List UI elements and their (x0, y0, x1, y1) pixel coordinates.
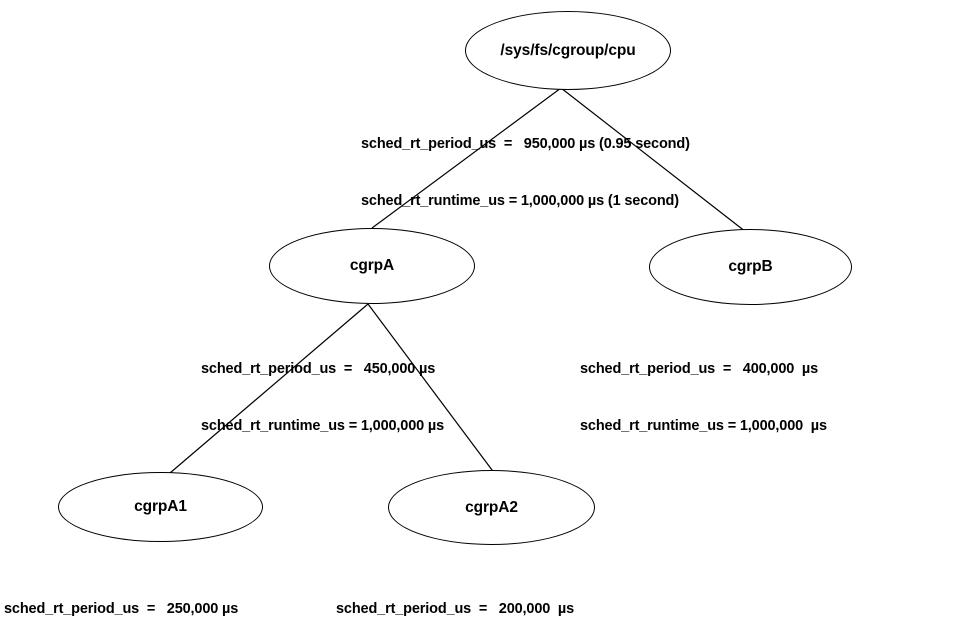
node-cgrpA-label: cgrpA (349, 257, 395, 274)
label-cgrpB-runtime: sched_rt_runtime_us = 1,000,000 µs (580, 418, 827, 434)
label-root-params: sched_rt_period_us = 950,000 µs (0.95 se… (361, 97, 690, 249)
label-cgrpA-period: sched_rt_period_us = 450,000 µs (201, 361, 436, 377)
node-cgrpA[interactable]: cgrpA (269, 228, 475, 304)
edge-cgrpA-to-cgrpA1 (169, 303, 369, 474)
label-cgrpA1-period: sched_rt_period_us = 250,000 µs (4, 601, 239, 617)
node-cgrpB-label: cgrpB (728, 258, 773, 275)
node-cgrpA2[interactable]: cgrpA2 (388, 470, 595, 545)
label-cgrpA1-params: sched_rt_period_us = 250,000 µs sched_rt… (4, 562, 247, 643)
label-root-period: sched_rt_period_us = 950,000 µs (0.95 se… (361, 136, 690, 152)
edge-root-to-cgrpB (560, 87, 747, 233)
node-root-label: /sys/fs/cgroup/cpu (500, 41, 636, 59)
label-cgrpA2-period: sched_rt_period_us = 200,000 µs (336, 601, 575, 617)
node-root[interactable]: /sys/fs/cgroup/cpu (465, 11, 671, 90)
node-cgrpA1-label: cgrpA1 (134, 498, 187, 515)
label-cgrpA2-params: sched_rt_period_us = 200,000 µs sched_rt… (336, 562, 583, 643)
node-cgrpA1[interactable]: cgrpA1 (58, 472, 263, 542)
node-cgrpA2-label: cgrpA2 (465, 498, 518, 516)
label-cgrpB-period: sched_rt_period_us = 400,000 µs (580, 361, 819, 377)
label-cgrpA-runtime: sched_rt_runtime_us = 1,000,000 µs (201, 418, 445, 434)
edge-cgrpA-to-cgrpA2 (367, 303, 496, 475)
label-cgrpA-params: sched_rt_period_us = 450,000 µs sched_rt… (201, 322, 444, 474)
edge-root-to-cgrpA (371, 87, 562, 229)
label-cgrpB-params: sched_rt_period_us = 400,000 µs sched_rt… (580, 322, 827, 474)
label-root-runtime: sched_rt_runtime_us = 1,000,000 µs (1 se… (361, 193, 679, 209)
node-cgrpB[interactable]: cgrpB (649, 229, 852, 305)
